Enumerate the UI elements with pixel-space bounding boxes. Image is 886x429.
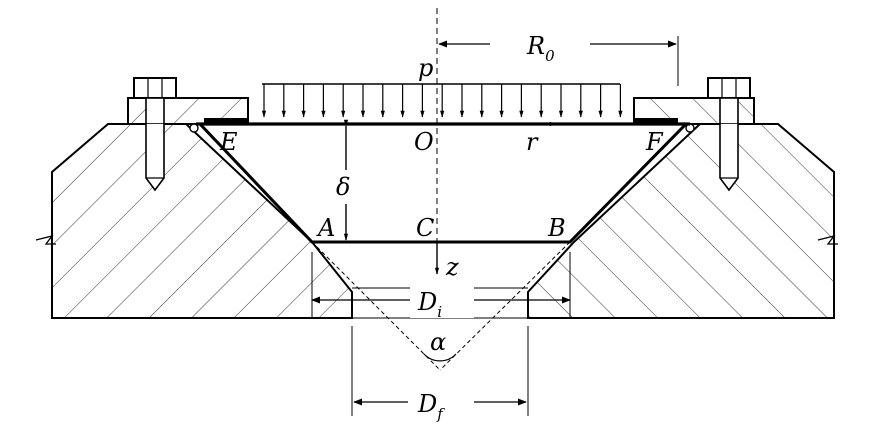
bolt-icon	[707, 77, 751, 192]
point-b-label: B	[547, 214, 566, 242]
angle-label: α	[430, 328, 446, 356]
cone-right-line	[439, 241, 571, 371]
deflection-label: δ	[336, 173, 350, 201]
pressure-load	[261, 83, 623, 118]
z-axis-label: z	[445, 253, 459, 281]
o-ring-icon	[189, 123, 199, 133]
die-cavity	[200, 125, 686, 242]
right-break-mark	[817, 234, 838, 245]
radius-label: R0	[526, 32, 555, 65]
point-f-label: F	[645, 128, 664, 156]
angle-arc	[423, 353, 457, 362]
right-gasket	[634, 118, 678, 124]
point-e-label: E	[219, 128, 238, 156]
bolt-icon	[133, 77, 177, 192]
cone-left-line	[311, 241, 441, 371]
point-c-label: C	[416, 214, 434, 242]
left-gasket	[204, 118, 248, 124]
point-r-label: r	[526, 128, 539, 156]
formed-sheet	[198, 122, 688, 244]
right-die-block	[527, 123, 835, 319]
point-o-label: O	[414, 128, 434, 156]
pressure-label: p	[418, 54, 433, 82]
diameter-i-label: Di	[417, 288, 442, 321]
left-die-block	[51, 123, 353, 319]
point-a-label: A	[316, 214, 335, 242]
left-break-mark	[35, 234, 56, 245]
diameter-f-label: Df	[417, 390, 445, 423]
